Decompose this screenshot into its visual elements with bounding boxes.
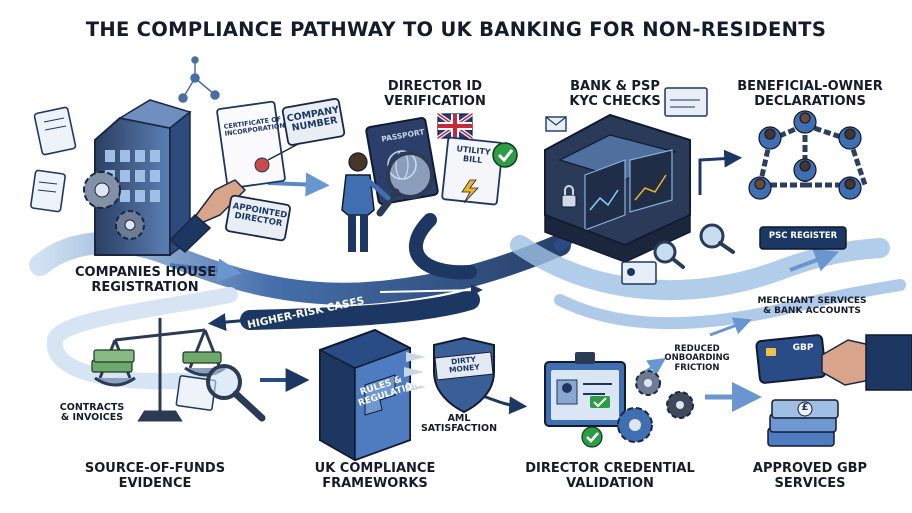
gear-icon [83,171,145,240]
person-icon [341,152,391,252]
filter-arrows-icon [404,352,426,392]
magnifier-icon [376,151,434,217]
director-credential-illustration [544,352,694,448]
magnifier-icon [206,364,266,422]
contracts-label: CONTRACTS & INVOICES [59,402,125,424]
gear-icon [617,370,694,443]
appointed-director-tag [225,194,291,242]
card-currency-label: GBP [792,343,814,353]
envelope-icon [545,116,567,132]
shield-icon [433,336,495,414]
step-label-companies-house: COMPANIES HOUSE REGISTRATION [75,265,217,295]
banknote-symbol: £ [801,402,809,413]
hand-icon [168,179,247,253]
companies-house-illustration [30,56,346,257]
step-label-bank-kyc: BANK & PSP KYC CHECKS [569,79,661,109]
banknote-stack-icon [767,399,839,447]
psc-register-box [759,226,847,250]
reduced-friction-label: REDUCED ONBOARDING FRICTION [664,344,730,373]
bank-kyc-illustration [544,87,735,285]
hand-icon [821,334,912,391]
document-icon [30,106,77,213]
source-of-funds-illustration [91,318,266,422]
id-card-icon [621,261,657,285]
director-id-illustration [341,112,518,252]
uk-compliance-illustration [319,328,495,462]
page-title: THE COMPLIANCE PATHWAY TO UK BANKING FOR… [85,18,827,41]
id-badge-icon [544,352,626,427]
cash-stack-icon [91,349,222,373]
step-label-uk-compliance: UK COMPLIANCE FRAMEWORKS [314,461,436,491]
merchant-services-label: MERCHANT SERVICES & BANK ACCOUNTS [757,296,867,316]
rulebook-icon [319,328,411,462]
check-icon [492,142,518,168]
check-icon [581,426,603,448]
certificate-document [216,100,286,190]
psc-register-label: PSC REGISTER [768,231,838,241]
magnifier-icon [653,223,735,269]
aml-label: AML SATISFACTION [420,413,498,435]
step-label-source-of-funds: SOURCE-OF-FUNDS EVIDENCE [84,461,226,491]
uk-flag-icon [436,112,474,140]
bank-card-icon [755,334,827,384]
step-label-approved-gbp: APPROVED GBP SERVICES [752,461,868,491]
computer-terminal [544,113,691,263]
company-number-tag [267,97,346,161]
lock-icon [561,185,577,208]
beneficial-owner-illustration [748,110,868,250]
step-label-director-id: DIRECTOR ID VERIFICATION [384,79,486,109]
browser-window-icon [664,87,708,117]
network-node-icon [178,56,220,103]
person-icon [748,110,862,200]
approved-gbp-illustration [755,334,912,447]
pathway-road [29,149,906,415]
step-label-beneficial-owner: BENEFICIAL-OWNER DECLARATIONS [737,79,883,109]
utility-bill-document [441,136,504,206]
step-label-director-credential: DIRECTOR CREDENTIAL VALIDATION [525,461,695,491]
